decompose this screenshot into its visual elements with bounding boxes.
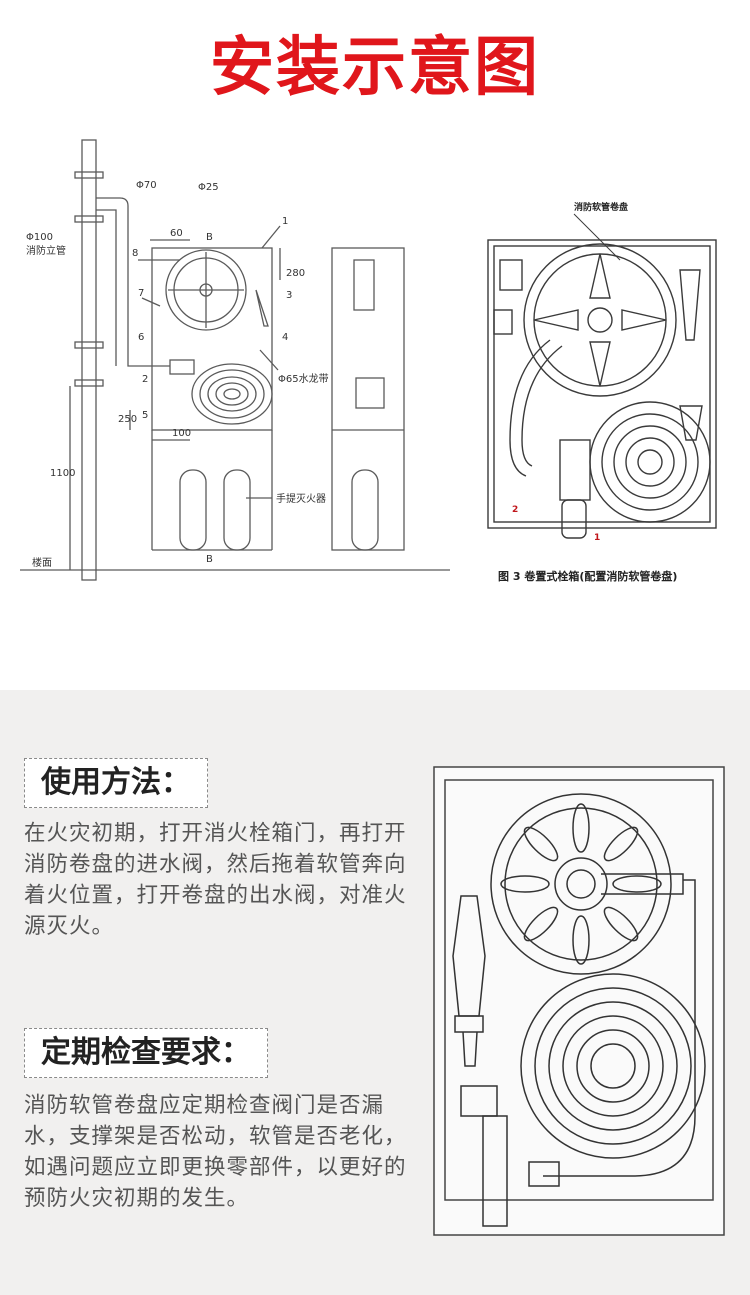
page-title: 安装示意图: [210, 31, 540, 105]
label-phi25: Φ25: [198, 182, 219, 193]
usage-heading: 使用方法：: [24, 758, 208, 808]
label-reel: 消防软管卷盘: [574, 201, 628, 213]
label-n5: 5: [142, 410, 148, 421]
inspection-heading: 定期检查要求：: [24, 1028, 268, 1078]
label-standpipe-1: Φ100: [26, 232, 53, 243]
label-hose65: Φ65水龙带: [278, 372, 329, 385]
label-n7: 7: [138, 288, 144, 299]
label-section-b-top: B: [206, 232, 213, 243]
inspection-text: 消防软管卷盘应定期检查阀门是否漏水，支撑架是否松动，软管是否老化，如遇问题应立即…: [24, 1093, 407, 1211]
label-phi70: Φ70: [136, 180, 157, 191]
label-dim250: 250: [118, 414, 137, 425]
usage-text: 在火灾初期，打开消火栓箱门，再打开消防卷盘的进水阀，然后拖着软管奔向着火位置，打…: [24, 821, 407, 939]
label-floor: 楼面: [32, 556, 52, 569]
label-dim100: 100: [172, 428, 191, 439]
label-n6: 6: [138, 332, 144, 343]
label-right-n1: 1: [594, 533, 600, 543]
label-extinguisher: 手提灭火器: [276, 492, 326, 505]
reel-cabinet-drawing-right: 消防软管卷盘 2 1 图 3 卷置式栓箱(配置消防软管卷盘): [487, 201, 717, 583]
installation-drawing-left: Φ70 Φ25 60 B 1 280 8 7 3 6 4 2 Φ65水龙带 5 …: [20, 139, 450, 581]
label-standpipe-2: 消防立管: [26, 244, 66, 257]
label-dim60: 60: [170, 228, 183, 239]
label-section-b-bottom: B: [206, 554, 213, 565]
label-dim280: 280: [286, 268, 305, 279]
label-n8: 8: [132, 248, 138, 259]
label-n4: 4: [282, 332, 288, 343]
label-n2: 2: [142, 374, 148, 385]
label-dim1100: 1100: [50, 468, 75, 479]
figure-caption: 图 3 卷置式栓箱(配置消防软管卷盘): [498, 569, 677, 583]
reel-illustration: [433, 766, 725, 1236]
label-n3: 3: [286, 290, 292, 301]
label-n1: 1: [282, 216, 288, 227]
label-right-n2: 2: [512, 505, 518, 515]
top-section: 安装示意图: [20, 31, 717, 583]
